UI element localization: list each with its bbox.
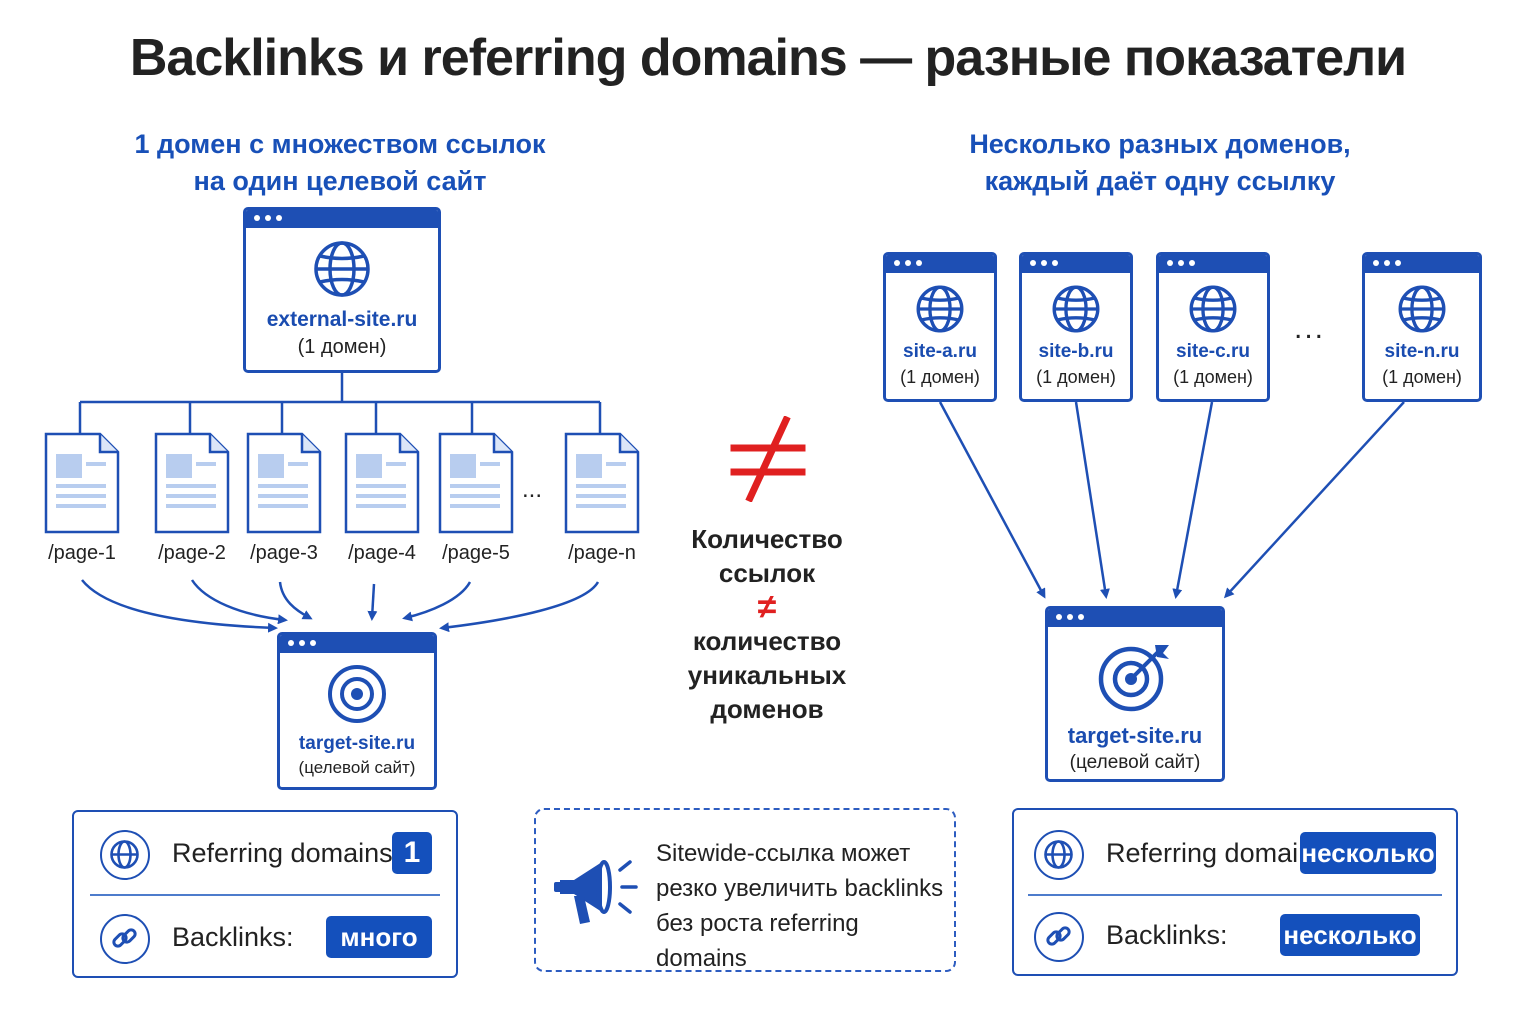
site-window: site-n.ru (1 домен)	[1362, 252, 1482, 402]
window-titlebar	[1048, 609, 1222, 627]
center-line1: Количество	[691, 524, 843, 554]
target-arrow-icon	[1098, 645, 1169, 712]
site-domain: site-b.ru	[1038, 341, 1114, 362]
site-window: site-b.ru (1 домен)	[1019, 252, 1133, 402]
globe-icon	[916, 285, 964, 333]
page-document-icon	[438, 432, 514, 534]
stats-divider	[1028, 894, 1442, 896]
backlinks-label: Backlinks:	[172, 922, 294, 952]
external-site-window: external-site.ru (1 домен)	[243, 207, 441, 373]
backlinks-value: много	[326, 916, 432, 958]
site-domain-note: (1 домен)	[1036, 367, 1116, 387]
sitewide-note-text: Sitewide-ссылка может резко увеличить ba…	[656, 836, 956, 976]
center-line2: ссылок	[718, 558, 816, 588]
globe-icon	[1034, 830, 1084, 880]
right-target-note: (целевой сайт)	[1069, 752, 1201, 773]
referring-domains-value: 1	[392, 832, 432, 874]
right-stats-box: Referring domains: несколько Backlinks: …	[1012, 808, 1458, 976]
source-domain: external-site.ru	[266, 308, 418, 331]
referring-domains-label: Referring domains:	[172, 838, 401, 868]
site-domain: site-c.ru	[1176, 341, 1250, 362]
globe-icon	[1189, 285, 1237, 333]
right-subtitle: Несколько разных доменов, каждый даёт од…	[920, 126, 1400, 200]
left-target-window: target-site.ru (целевой сайт)	[277, 632, 437, 790]
left-target-domain: target-site.ru	[298, 733, 416, 754]
sitewide-note-box: Sitewide-ссылка может резко увеличить ba…	[534, 808, 956, 972]
left-target-note: (целевой сайт)	[298, 758, 416, 777]
stats-divider	[90, 894, 440, 896]
not-equal-icon	[730, 416, 806, 502]
site-domain-note: (1 домен)	[900, 367, 980, 387]
page-title: Backlinks и referring domains — разные п…	[129, 29, 1407, 87]
page-label: /page-n	[568, 542, 636, 564]
center-line4: уникальных	[687, 660, 847, 690]
window-titlebar	[1365, 255, 1479, 273]
center-not-equal-symbol: ≠	[757, 588, 777, 626]
globe-icon	[1398, 285, 1446, 333]
right-target-domain: target-site.ru	[1067, 723, 1203, 748]
backlinks-label: Backlinks:	[1106, 920, 1228, 950]
page-label: /page-4	[348, 542, 416, 564]
link-icon	[100, 914, 150, 964]
page-label: /page-5	[442, 542, 510, 564]
window-titlebar	[886, 255, 994, 273]
megaphone-icon	[554, 860, 638, 924]
site-window: site-c.ru (1 домен)	[1156, 252, 1270, 402]
note-line1: Sitewide-ссылка может	[656, 840, 911, 867]
note-line3: без роста referring domains	[656, 910, 859, 972]
page-label: /page-1	[48, 542, 116, 564]
backlinks-value: несколько	[1280, 914, 1420, 956]
link-icon	[1034, 912, 1084, 962]
referring-domains-value: несколько	[1300, 832, 1436, 874]
site-domain: site-a.ru	[903, 341, 977, 362]
window-titlebar	[246, 210, 438, 228]
window-titlebar	[1022, 255, 1130, 273]
right-target-window: target-site.ru (целевой сайт)	[1045, 606, 1225, 782]
window-titlebar	[280, 635, 434, 653]
left-subtitle-line1: 1 домен с множеством ссылок	[134, 129, 546, 159]
center-comparison: Количество ссылок ≠ количество уникальны…	[660, 522, 874, 726]
page-label: /page-2	[158, 542, 226, 564]
right-subtitle-line2: каждый даёт одну ссылку	[984, 166, 1336, 196]
left-subtitle: 1 домен с множеством ссылок на один целе…	[90, 126, 590, 200]
site-domain-note: (1 домен)	[1173, 367, 1253, 387]
pages-ellipsis: ...	[522, 476, 543, 503]
site-domain-note: (1 домен)	[1382, 367, 1462, 387]
referring-domains-label: Referring domains:	[1106, 838, 1335, 868]
site-domain: site-n.ru	[1384, 341, 1460, 362]
globe-icon	[1052, 285, 1100, 333]
page-document-icon	[44, 432, 120, 534]
note-line2: резко увеличить backlinks	[656, 875, 944, 902]
source-domain-note: (1 домен)	[297, 336, 387, 358]
center-line3: количество	[692, 626, 842, 656]
page-document-icon	[564, 432, 640, 534]
globe-icon	[100, 830, 150, 880]
page-document-icon	[344, 432, 420, 534]
window-titlebar	[1159, 255, 1267, 273]
page-document-icon	[154, 432, 230, 534]
page-document-icon	[246, 432, 322, 534]
center-line5: доменов	[710, 694, 824, 724]
left-subtitle-line2: на один целевой сайт	[193, 166, 487, 196]
right-subtitle-line1: Несколько разных доменов,	[969, 129, 1351, 159]
globe-icon	[314, 241, 370, 297]
left-stats-box: Referring domains: 1 Backlinks: много	[72, 810, 458, 978]
site-window: site-a.ru (1 домен)	[883, 252, 997, 402]
target-icon	[328, 665, 386, 723]
sites-ellipsis: ...	[1294, 312, 1326, 345]
page-label: /page-3	[250, 542, 318, 564]
